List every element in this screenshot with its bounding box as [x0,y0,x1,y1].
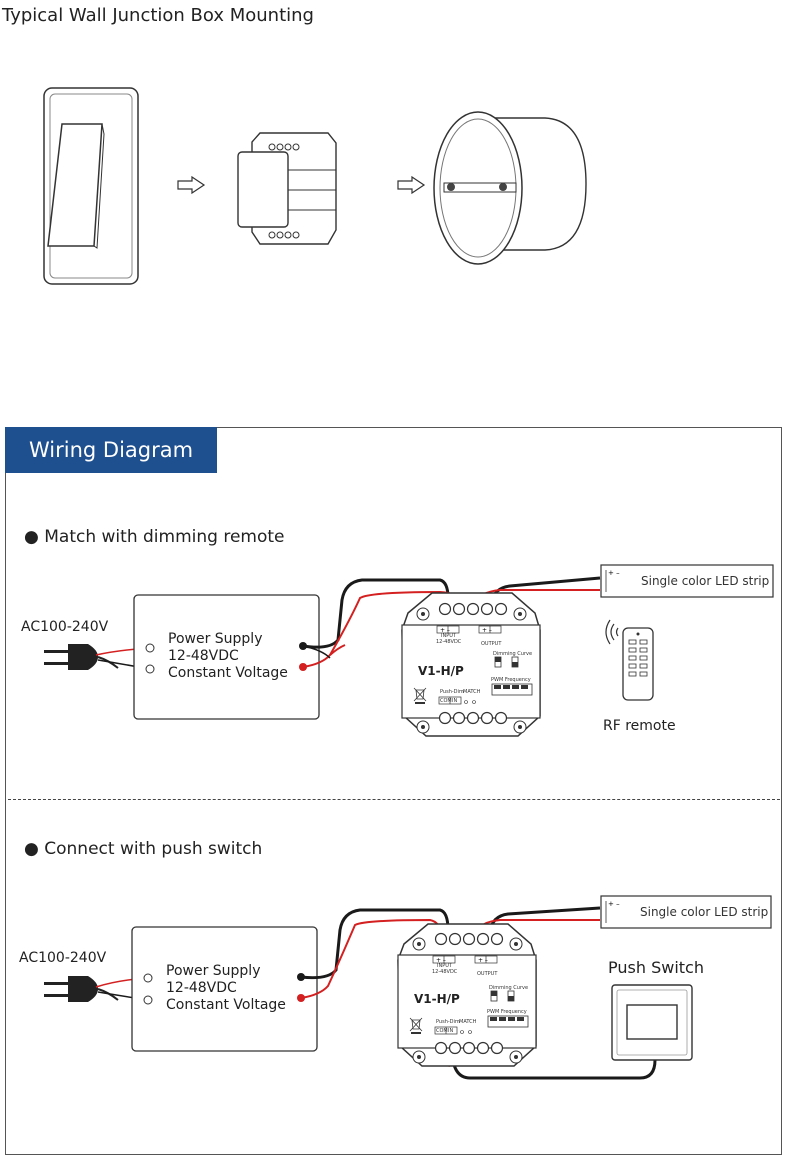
section2-heading: ● Connect with push switch [24,839,263,859]
page-title: Typical Wall Junction Box Mounting [2,5,314,26]
output-label: OUTPUT [481,641,502,647]
svg-text:+ –: + – [608,569,620,577]
power-supply-box [133,594,320,720]
section-divider [8,799,780,800]
dimming-curve-label: Dimming Curve [489,985,529,991]
input-label: INPUT [437,963,452,969]
wiring-diagram-tab: Wiring Diagram [5,427,217,473]
push-dim-label: Push-Dim [436,1019,460,1025]
in-label: IN [448,1028,454,1034]
module-name: V1-H/P [418,664,464,678]
push-switch-label: Push Switch [608,958,704,977]
plug-icon [44,644,119,670]
dimming-curve-label: Dimming Curve [493,651,533,657]
match-label: MATCH [463,689,481,695]
com-label: COM [440,698,452,704]
ac-voltage-label: AC100-240V [21,619,109,635]
com-label: COM [436,1028,448,1034]
mounting-illustration [43,87,587,285]
power-supply-label: Power Supply 12-48VDC Constant Voltage [166,963,286,1014]
output-label: OUTPUT [477,971,498,977]
match-label: MATCH [459,1019,477,1025]
dimmer-module-icon [237,132,337,245]
svg-text:+ –: + – [608,900,620,908]
junction-box-icon [433,111,587,265]
arrow-right-icon [177,175,206,195]
ps-line2: 12-48VDC [168,648,239,664]
weee-bin-icon [409,1017,423,1034]
power-supply-label: Power Supply 12-48VDC Constant Voltage [168,631,288,682]
input-label: INPUT [441,633,456,639]
remote-icon [622,627,654,701]
ps-line1: Power Supply [168,631,263,647]
plug-icon [44,976,119,1002]
section1-bullet-text: Match with dimming remote [44,527,285,547]
module-name: V1-H/P [414,992,460,1006]
dimmer-module: + – + – [401,592,541,737]
dimmer-module: + – + – [397,923,537,1067]
ac-voltage-label: AC100-240V [19,950,107,966]
input-voltage-label: 12-48VDC [436,639,462,645]
ps-line3: Constant Voltage [166,997,286,1013]
section2-bullet-text: Connect with push switch [44,839,263,859]
ps-line2: 12-48VDC [166,980,237,996]
pwm-frequency-label: PWM Frequency [491,677,531,683]
svg-text:+ –: + – [436,957,446,964]
in-label: IN [452,698,458,704]
push-switch-icon [611,984,693,1061]
led-strip-icon: + – [600,564,774,598]
svg-text:+ –: + – [482,627,492,634]
power-supply-box [131,926,318,1052]
wiring-panel [5,427,782,1155]
weee-bin-icon [413,687,427,704]
wall-switch-icon [43,87,139,285]
ps-line3: Constant Voltage [168,665,288,681]
led-strip-label: Single color LED strip [641,574,770,588]
rf-remote-label: RF remote [603,718,676,734]
section1-heading: ● Match with dimming remote [24,527,285,547]
svg-text:+ –: + – [478,957,488,964]
push-dim-label: Push-Dim [440,689,464,695]
led-strip-icon: + – [600,895,772,929]
arrow-right-icon [397,175,426,195]
pwm-frequency-label: PWM Frequency [487,1009,527,1015]
wireless-signal-icon [605,619,619,645]
input-voltage-label: 12-48VDC [432,969,458,975]
ps-line1: Power Supply [166,963,261,979]
led-strip-label: Single color LED strip [640,905,769,919]
svg-text:+ –: + – [440,627,450,634]
